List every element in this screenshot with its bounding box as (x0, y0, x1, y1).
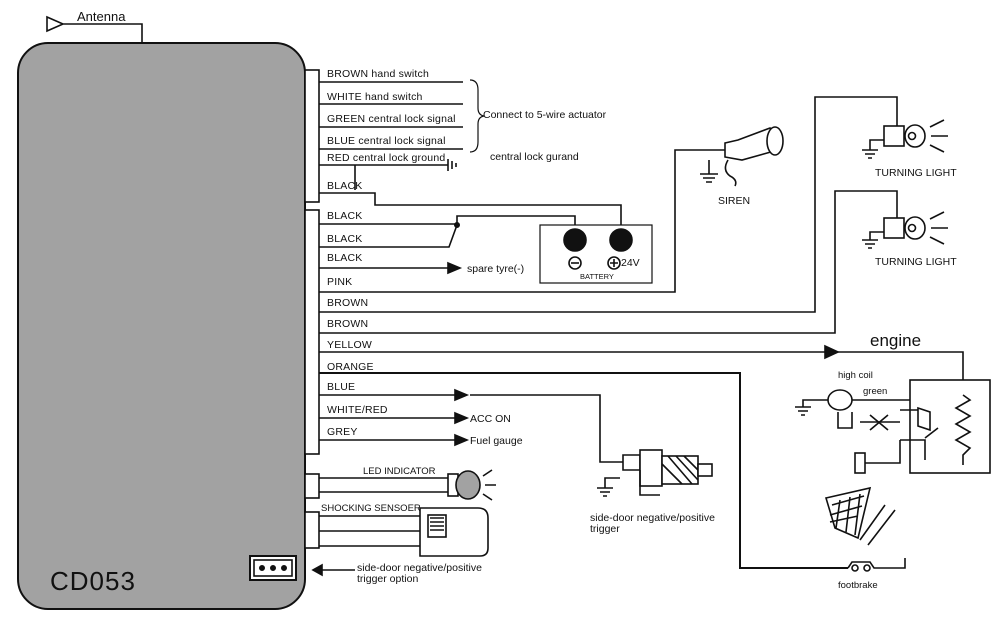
side-door-switch (597, 449, 713, 497)
battery-label: BATTERY (580, 272, 614, 281)
wire-label-blue: BLUE (327, 381, 356, 393)
wire-label-white-red: WHITE/RED (327, 404, 388, 416)
engine-relay (795, 379, 991, 474)
antenna-symbol (46, 15, 143, 44)
model-label: CD053 (50, 566, 136, 596)
footbrake-pedal (824, 486, 906, 572)
note-fuel-gauge: Fuel gauge (470, 435, 523, 447)
connector-block-3 (304, 473, 320, 499)
connector-block-1 (304, 69, 320, 203)
wire-label-grey: GREY (327, 426, 358, 438)
antenna-label: Antenna (77, 9, 126, 24)
high-coil-label: high coil (838, 370, 873, 381)
led-indicator-bulb (455, 470, 481, 500)
wire-label-brown-1: BROWN (327, 297, 369, 309)
note-side-door-option-line1: side-door negative/positive (357, 562, 482, 574)
note-spare-tyre: spare tyre(-) (467, 263, 525, 275)
siren-label: SIREN (718, 195, 751, 207)
wire-label-black-3: BLACK (327, 252, 363, 264)
battery-box (539, 224, 653, 284)
turning-light-2 (862, 211, 948, 249)
note-actuator: Connect to 5-wire actuator (483, 109, 607, 121)
wire-label-orange: ORANGE (327, 361, 374, 373)
wire-label-black-1: BLACK (327, 210, 363, 222)
note-side-door-option-line2: trigger option (357, 573, 419, 585)
note-side-door-trigger-line2: trigger (590, 523, 620, 535)
turning-light-2-label: TURNING LIGHT (875, 256, 957, 268)
connector-block-2 (304, 209, 320, 455)
battery-voltage-label: 24V (621, 257, 640, 269)
wire-label-yellow: YELLOW (327, 339, 372, 351)
connector-block-4 (304, 511, 320, 549)
wire-label-pink: PINK (327, 276, 353, 288)
footbrake-label: footbrake (838, 580, 878, 591)
wire-label-blue-lock: BLUE central lock signal (327, 135, 446, 147)
wire-label-brown-2: BROWN (327, 318, 369, 330)
control-unit-box (17, 42, 306, 610)
wire-label-black-2: BLACK (327, 233, 363, 245)
wire-label-led: LED INDICATOR (363, 466, 436, 477)
siren-horn (700, 126, 784, 187)
wire-label-green-lock: GREEN central lock signal (327, 113, 456, 125)
wire-label-white-hand-switch: WHITE hand switch (327, 91, 423, 103)
wire-label-red-lock: RED central lock ground (327, 152, 446, 164)
turning-light-1 (862, 119, 948, 159)
note-side-door-trigger-line1: side-door negative/positive (590, 512, 715, 524)
note-acc-on: ACC ON (470, 413, 511, 425)
note-lock-guard: central lock gurand (490, 151, 579, 163)
green-label: green (863, 386, 888, 397)
engine-label: engine (870, 331, 922, 350)
wire-label-black-0: BLACK (327, 180, 363, 192)
wire-label-brown-hand-switch: BROWN hand switch (327, 68, 430, 80)
wire-label-shock-sensor: SHOCKING SENSOER (321, 503, 421, 514)
turning-light-1-label: TURNING LIGHT (875, 167, 957, 179)
